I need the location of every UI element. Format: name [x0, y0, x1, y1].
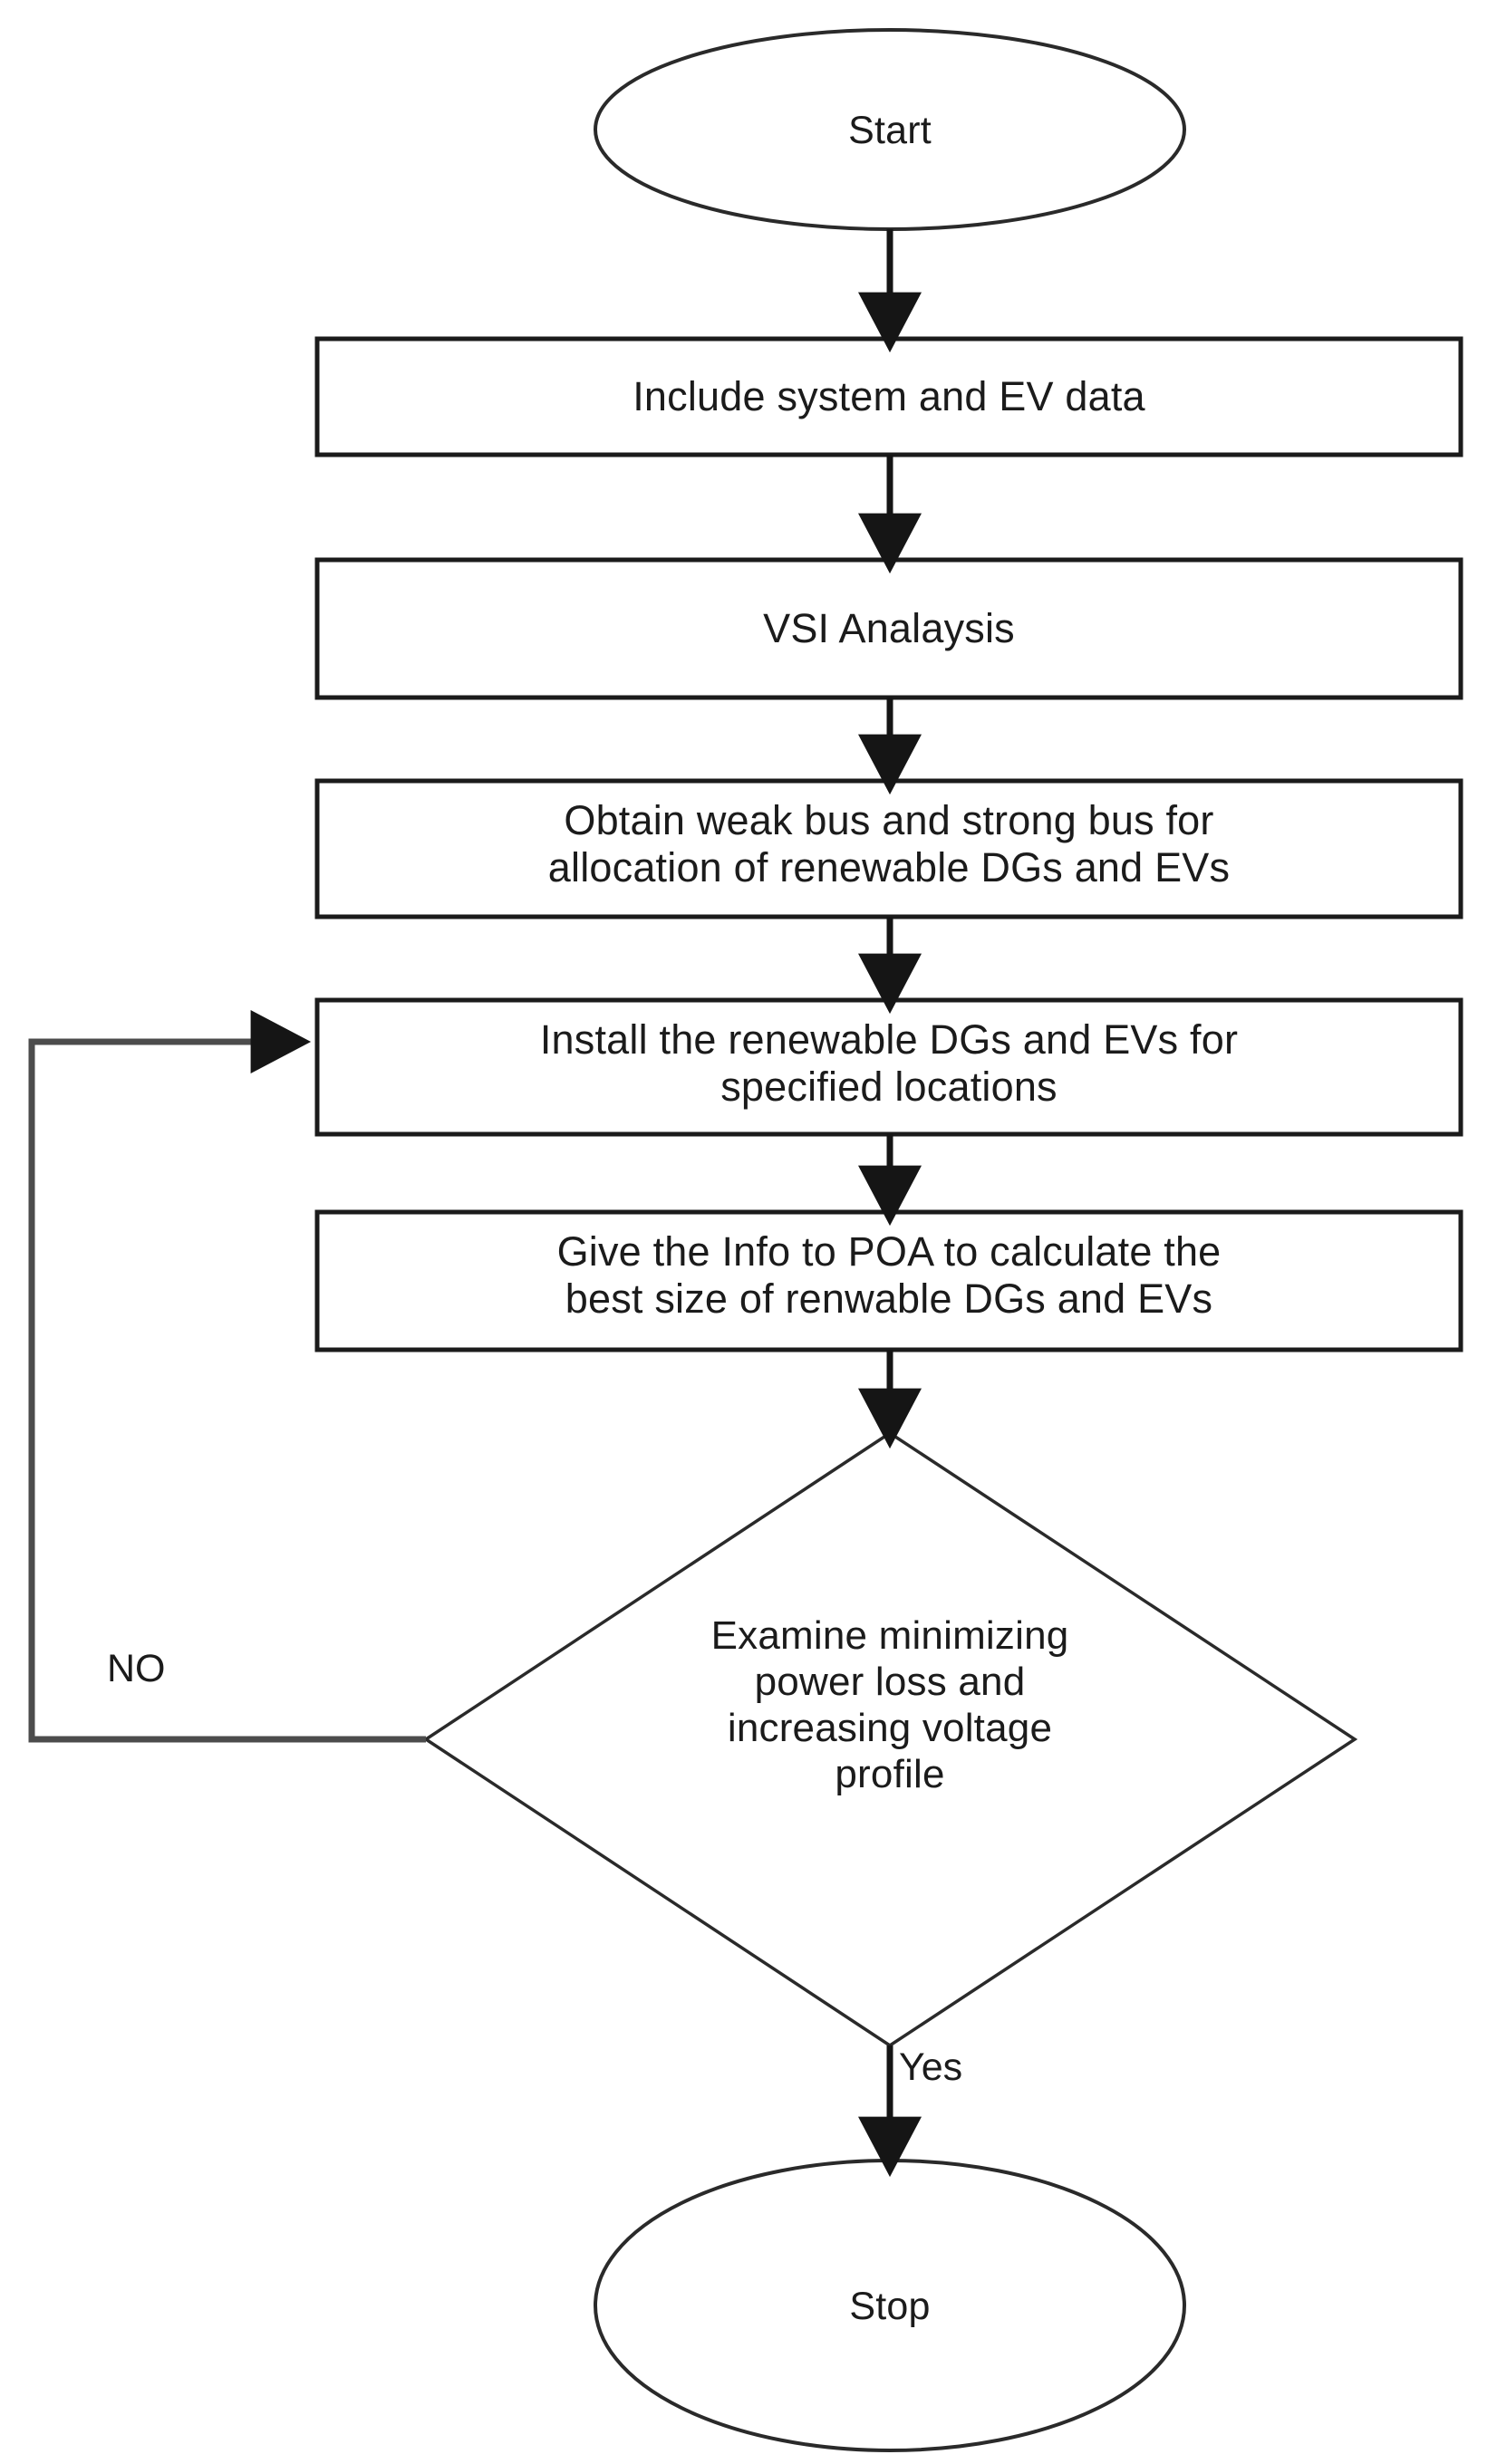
- node-obtain-buses-shape[interactable]: [314, 778, 1463, 919]
- node-include-data-shape[interactable]: [314, 336, 1463, 457]
- node-stop-shape[interactable]: [594, 2159, 1186, 2452]
- node-vsi-analysis-shape[interactable]: [314, 557, 1463, 700]
- edge-label-no: NO: [107, 1647, 166, 1690]
- node-start-shape[interactable]: [594, 28, 1186, 231]
- node-examine-shape[interactable]: [422, 1430, 1358, 2048]
- node-poa-sizing-shape[interactable]: [314, 1209, 1463, 1352]
- edge-examine-to-install-dg-ev: [28, 1010, 426, 1743]
- edge-label-yes: Yes: [899, 2045, 963, 2089]
- node-install-dg-ev-shape[interactable]: [314, 997, 1463, 1137]
